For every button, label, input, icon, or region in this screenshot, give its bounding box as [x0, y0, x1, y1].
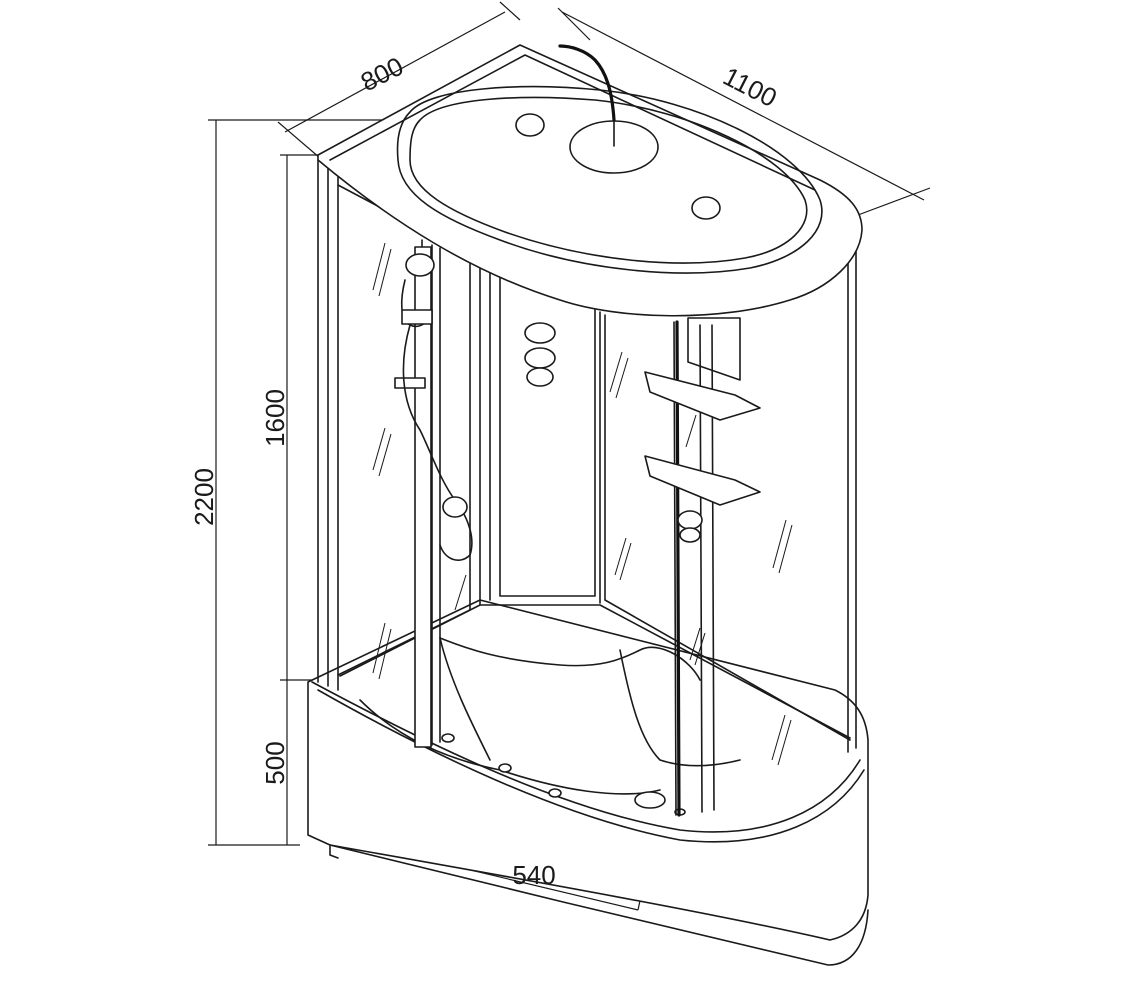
door-knob-icon	[677, 510, 703, 530]
dimension-1600-label: 1600	[260, 389, 290, 447]
dimension-lines	[208, 1, 931, 911]
dimension-1100-line	[557, 7, 931, 216]
shower-roof	[317, 44, 863, 317]
dimension-500-label: 500	[260, 741, 290, 784]
dimension-540-label: 540	[512, 860, 555, 890]
roof-light-icon	[691, 196, 721, 220]
control-knob-icon	[524, 322, 556, 344]
dimension-800-line	[277, 1, 521, 159]
roof-light-icon	[515, 113, 545, 137]
control-knob-icon	[526, 367, 554, 387]
drain-icon	[634, 791, 666, 809]
dimension-1100-label: 1100	[718, 61, 781, 113]
shelves	[644, 371, 761, 543]
shelf-icon	[644, 455, 761, 506]
hand-shower-head-icon	[405, 253, 435, 277]
dimension-2200-label: 2200	[189, 468, 219, 526]
hand-shower	[394, 246, 473, 748]
control-knob-icon	[524, 347, 556, 369]
shower-tray	[307, 599, 869, 966]
back-walls	[479, 267, 851, 741]
door-handle-bar	[675, 320, 681, 817]
shelf-icon	[644, 371, 761, 421]
dimension-800-label: 800	[356, 51, 408, 97]
mixer-knob-icon	[442, 496, 468, 518]
back-wall-controls	[524, 322, 556, 387]
